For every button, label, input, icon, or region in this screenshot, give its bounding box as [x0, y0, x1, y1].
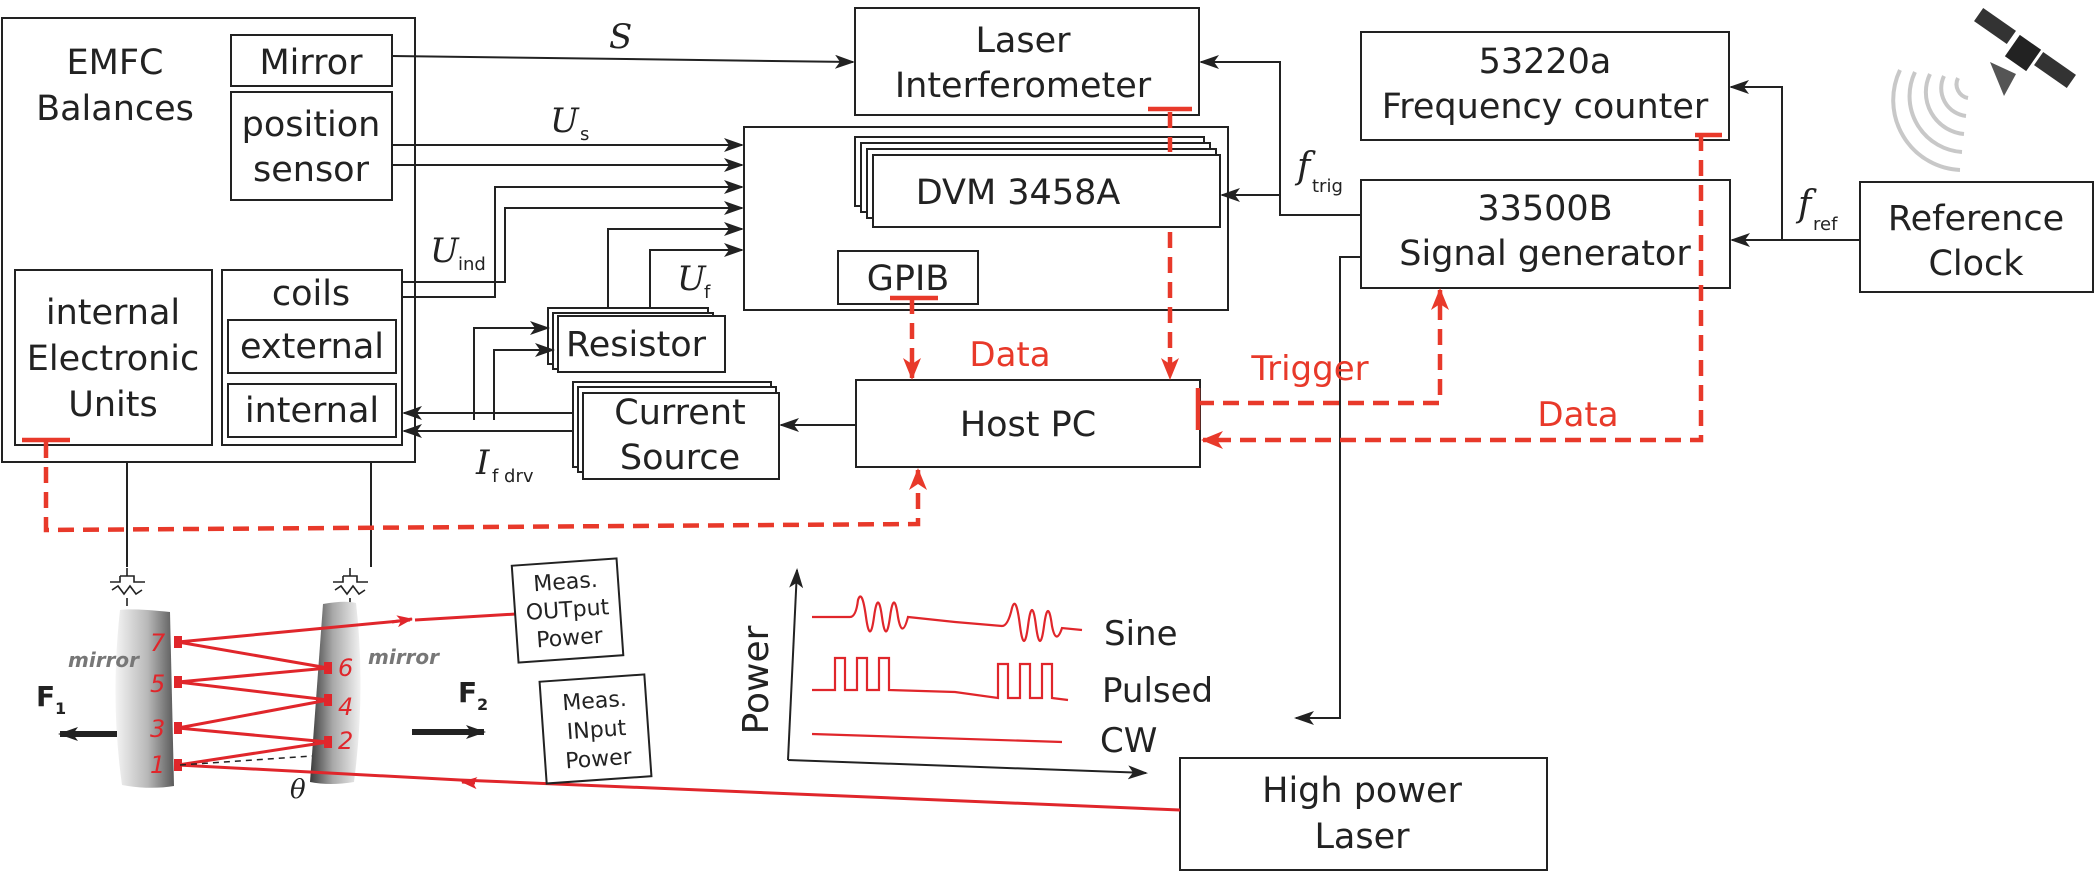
sine-waveform [812, 595, 1083, 643]
signal-uf-subscript: f [704, 282, 711, 303]
signal-generator-box [1360, 179, 1731, 289]
current-source-box [582, 392, 780, 480]
high-power-laser-box [1179, 757, 1548, 871]
reference-clock-line1: Reference [1888, 199, 2064, 239]
power-waveform-plot: Power Sine Pulsed CW [736, 568, 1213, 780]
black-wires [126, 54, 1860, 725]
mirror-box-label: Mirror [259, 43, 363, 83]
position-sensor-line1: position [242, 105, 381, 145]
signal-generator-line1: 33500B [1477, 189, 1612, 229]
signal-if-label: I [475, 443, 490, 483]
host-pc-label: Host PC [960, 405, 1096, 445]
signal-us-label: U [550, 101, 580, 141]
internal-electronic-line1: internal [46, 293, 180, 333]
internal-electronic-line2: Electronic [27, 339, 200, 379]
meas-output-line3: Power [535, 624, 604, 654]
internal-electronic-line3: Units [68, 385, 157, 425]
position-sensor-box [230, 91, 393, 201]
data-label-counter: Data [1537, 395, 1618, 435]
meas-input-power-box [538, 673, 653, 785]
spot-5: 5 [150, 670, 165, 698]
data-label-dvm: Data [969, 335, 1050, 375]
meas-input-line2: INput [566, 716, 627, 745]
spot-4: 4 [338, 693, 353, 721]
cw-waveform [811, 732, 1063, 744]
resistor-box [557, 315, 726, 373]
cw-legend-label: CW [1100, 721, 1157, 761]
force-f1-subscript: 1 [55, 699, 66, 718]
laser-interferometer-box [854, 7, 1200, 116]
spot-3: 3 [150, 715, 165, 743]
meas-output-power-box [510, 557, 625, 664]
signal-fref-subscript: ref [1813, 214, 1838, 235]
mirror-setup: θ 7 5 3 1 6 4 2 mirror mirror F 1 F 2 [36, 601, 1181, 812]
laser-interferometer-line1: Laser [975, 21, 1071, 61]
satellite-icon [1891, 7, 2076, 172]
spot-1: 1 [150, 751, 165, 779]
high-power-laser-line2: Laser [1314, 817, 1410, 857]
coils-title: coils [272, 274, 350, 314]
emfc-balances-block: EMFC Balances Mirror position sensor int… [1, 17, 416, 463]
coil-internal-label: internal [245, 391, 379, 431]
sine-legend-label: Sine [1104, 614, 1178, 654]
force-f2-label: F [458, 676, 477, 709]
laser-interferometer-line2: Interferometer [895, 66, 1152, 106]
signal-generator-line2: Signal generator [1399, 234, 1691, 274]
left-mirror [115, 609, 174, 788]
spot-2: 2 [338, 727, 353, 755]
signal-us-subscript: s [580, 124, 589, 145]
reference-clock-box [1859, 181, 2094, 293]
pulsed-legend-label: Pulsed [1102, 671, 1213, 711]
emfc-title-line1: EMFC [67, 43, 164, 83]
pulsed-waveform [812, 656, 1069, 702]
signal-ftrig-subscript: trig [1312, 176, 1343, 197]
meas-input-line3: Power [564, 745, 633, 775]
current-source-line2: Source [620, 438, 740, 478]
right-coupling-symbol [333, 568, 368, 606]
signal-uind-subscript: ind [458, 254, 486, 275]
right-mirror-label: mirror [368, 645, 440, 669]
force-f2-subscript: 2 [477, 695, 488, 714]
left-mirror-label: mirror [68, 648, 140, 672]
coil-external-box [227, 319, 397, 374]
emfc-title-line2: Balances [36, 89, 194, 129]
trigger-label: Trigger [1250, 349, 1368, 389]
meas-output-line2: OUTput [525, 595, 610, 626]
signal-uf-label: U [677, 259, 707, 299]
internal-electronic-units-box [14, 269, 213, 446]
meas-output-line1: Meas. [533, 568, 599, 597]
position-sensor-line2: sensor [253, 150, 370, 190]
signal-s-label: S [609, 17, 632, 57]
frequency-counter-line1: 53220a [1479, 42, 1612, 82]
theta-label: θ [290, 775, 306, 805]
high-power-laser-line1: High power [1262, 771, 1462, 811]
power-axis-label: Power [736, 625, 777, 734]
dvm-box [872, 154, 1221, 228]
frequency-counter-box [1360, 31, 1730, 141]
spot-6: 6 [338, 654, 353, 682]
force-f1-label: F [36, 680, 55, 713]
frequency-counter-line2: Frequency counter [1382, 87, 1709, 127]
gpib-label: GPIB [867, 259, 950, 299]
left-coupling-symbol [110, 568, 145, 606]
red-data-paths [22, 106, 1722, 533]
current-source-line1: Current [614, 393, 745, 433]
coil-external-label: external [240, 327, 384, 367]
reference-clock-line2: Clock [1928, 244, 2024, 284]
coil-internal-box [227, 383, 397, 438]
gpib-box [837, 250, 979, 305]
mirror-box [230, 34, 393, 87]
meas-input-line1: Meas. [562, 687, 628, 716]
right-mirror [310, 601, 361, 784]
signal-if-subscript: f drv [492, 466, 534, 487]
signal-uind-label: U [430, 231, 460, 271]
host-pc-box [855, 379, 1201, 468]
resistor-label: Resistor [566, 325, 707, 365]
spot-7: 7 [150, 629, 166, 657]
dvm-label: DVM 3458A [916, 173, 1121, 213]
